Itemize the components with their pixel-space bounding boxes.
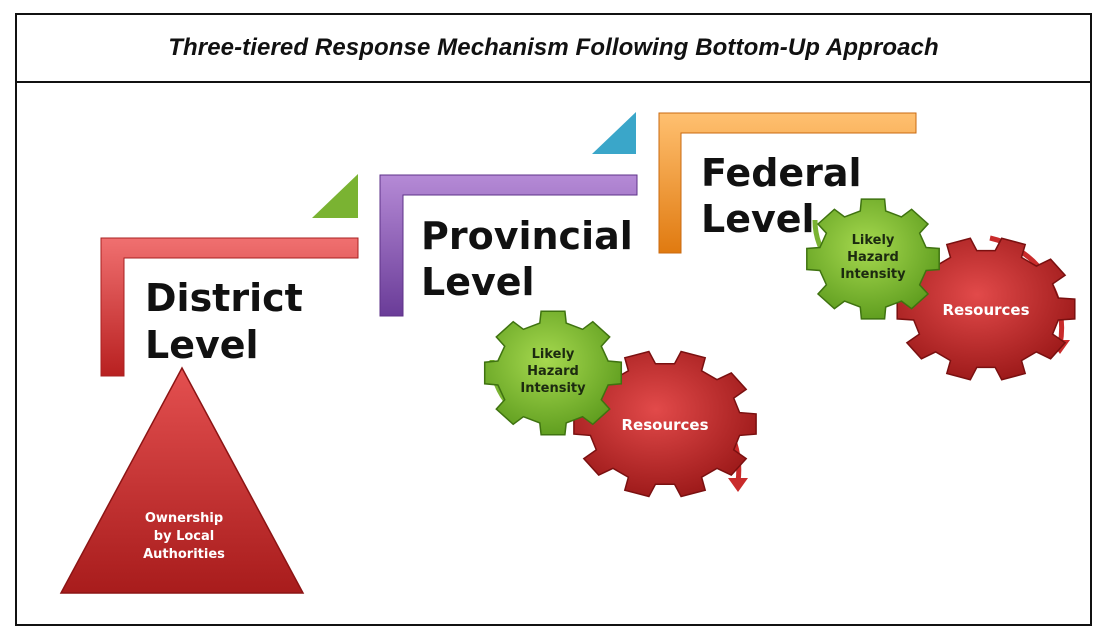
resources-label-2: Resources bbox=[942, 301, 1029, 319]
step-arrow-1 bbox=[312, 174, 358, 218]
diagram-title: Three-tiered Response Mechanism Followin… bbox=[168, 34, 939, 61]
triangle-label-line2: by Local bbox=[154, 529, 214, 544]
triangle-label-line3: Authorities bbox=[143, 547, 225, 562]
triangle-label-line1: Ownership bbox=[145, 511, 223, 526]
hazard-label-2-line1: Likely bbox=[852, 233, 895, 248]
hazard-label-1-line1: Likely bbox=[532, 347, 575, 362]
gear-group-1 bbox=[483, 310, 757, 498]
resources-label-1: Resources bbox=[621, 416, 708, 434]
district-level-line1: District bbox=[145, 276, 303, 320]
provincial-level-line2: Level bbox=[421, 260, 535, 304]
ownership-triangle bbox=[59, 366, 305, 594]
hazard-gear-1 bbox=[483, 310, 623, 436]
district-level-line2: Level bbox=[145, 323, 259, 367]
resources-arrowhead-1 bbox=[728, 478, 748, 492]
greenGear1-shape bbox=[483, 310, 623, 436]
district-level-bracket bbox=[100, 237, 359, 377]
redGear1-shape bbox=[573, 350, 757, 498]
redGear2-shape bbox=[896, 237, 1076, 381]
federal-level-bracket bbox=[658, 112, 917, 254]
gear-group-2 bbox=[806, 198, 1076, 381]
hazard-label-1-line2: Hazard bbox=[527, 364, 579, 379]
federal-level-line2: Level bbox=[701, 197, 815, 241]
hazard-label-2-line2: Hazard bbox=[847, 250, 899, 265]
hazard-gear-2 bbox=[806, 198, 940, 320]
federal-level-line1: Federal bbox=[701, 151, 862, 195]
hazard-label-2-line3: Intensity bbox=[840, 267, 906, 282]
provincial-level-bracket bbox=[379, 174, 638, 317]
step-arrow-2 bbox=[592, 112, 636, 154]
greenGear2-shape bbox=[806, 198, 940, 320]
provincial-level-line1: Provincial bbox=[421, 214, 633, 258]
resources-gear-2 bbox=[896, 237, 1076, 381]
resources-gear-1 bbox=[573, 350, 757, 498]
hazard-label-1-line3: Intensity bbox=[520, 381, 586, 396]
title-bar: Three-tiered Response Mechanism Followin… bbox=[17, 15, 1090, 83]
